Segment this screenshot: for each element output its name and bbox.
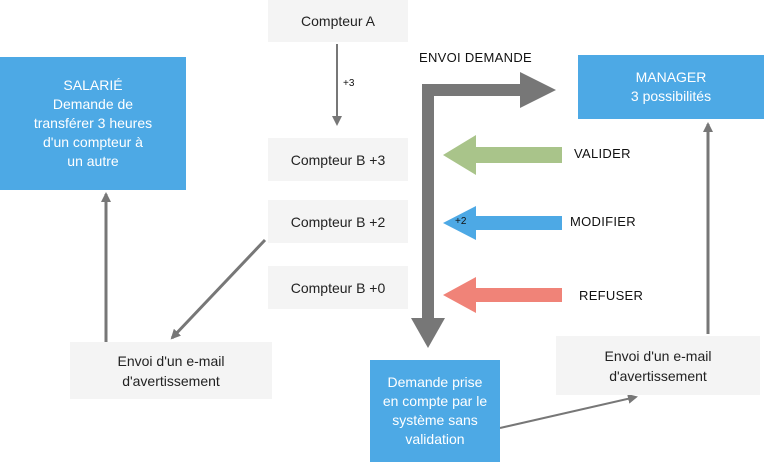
- manager-box: MANAGER 3 possibilités: [578, 55, 764, 119]
- email-left-label: Envoi d'un e-mail d'avertissement: [117, 352, 225, 389]
- email-right-label: Envoi d'un e-mail d'avertissement: [604, 347, 712, 384]
- modifier-arrow: [443, 206, 562, 240]
- email-right-box: Envoi d'un e-mail d'avertissement: [556, 336, 760, 395]
- compteur-b2-label: Compteur B +2: [290, 213, 386, 230]
- arrow-b2-to-email: [170, 238, 267, 340]
- demande-prise-box: Demande prise en compte par le système s…: [370, 360, 500, 462]
- email-left-box: Envoi d'un e-mail d'avertissement: [70, 342, 272, 399]
- valider-label: VALIDER: [574, 146, 631, 161]
- manager-label: MANAGER 3 possibilités: [630, 69, 712, 104]
- compteur-a-label: Compteur A: [301, 13, 375, 29]
- compteur-b3-box: Compteur B +3: [268, 138, 408, 181]
- compteur-a-box: Compteur A: [268, 0, 408, 42]
- envoi-demande-head-down: [411, 318, 445, 348]
- compteur-b2-box: Compteur B +2: [268, 200, 408, 243]
- compteur-b0-box: Compteur B +0: [268, 266, 408, 309]
- refuser-label: REFUSER: [579, 288, 644, 303]
- salarie-label: SALARIÉ Demande de transférer 3 heures d…: [33, 77, 153, 169]
- compteur-b0-label: Compteur B +0: [290, 279, 386, 296]
- plus3-label: +3: [343, 78, 355, 89]
- compteur-b3-label: Compteur B +3: [290, 151, 386, 168]
- refuser-arrow: [443, 277, 562, 313]
- valider-arrow: [443, 135, 562, 175]
- plus2-label: +2: [455, 216, 467, 227]
- envoi-demande-head-right: [520, 72, 556, 108]
- envoi-demande-label: ENVOI DEMANDE: [419, 50, 532, 65]
- demande-prise-label: Demande prise en compte par le système s…: [382, 374, 488, 447]
- salarie-box: SALARIÉ Demande de transférer 3 heures d…: [0, 57, 186, 190]
- modifier-label: MODIFIER: [570, 214, 636, 229]
- envoi-demande-big-arrow: [422, 84, 525, 322]
- arrow-demande-to-email: [499, 393, 638, 429]
